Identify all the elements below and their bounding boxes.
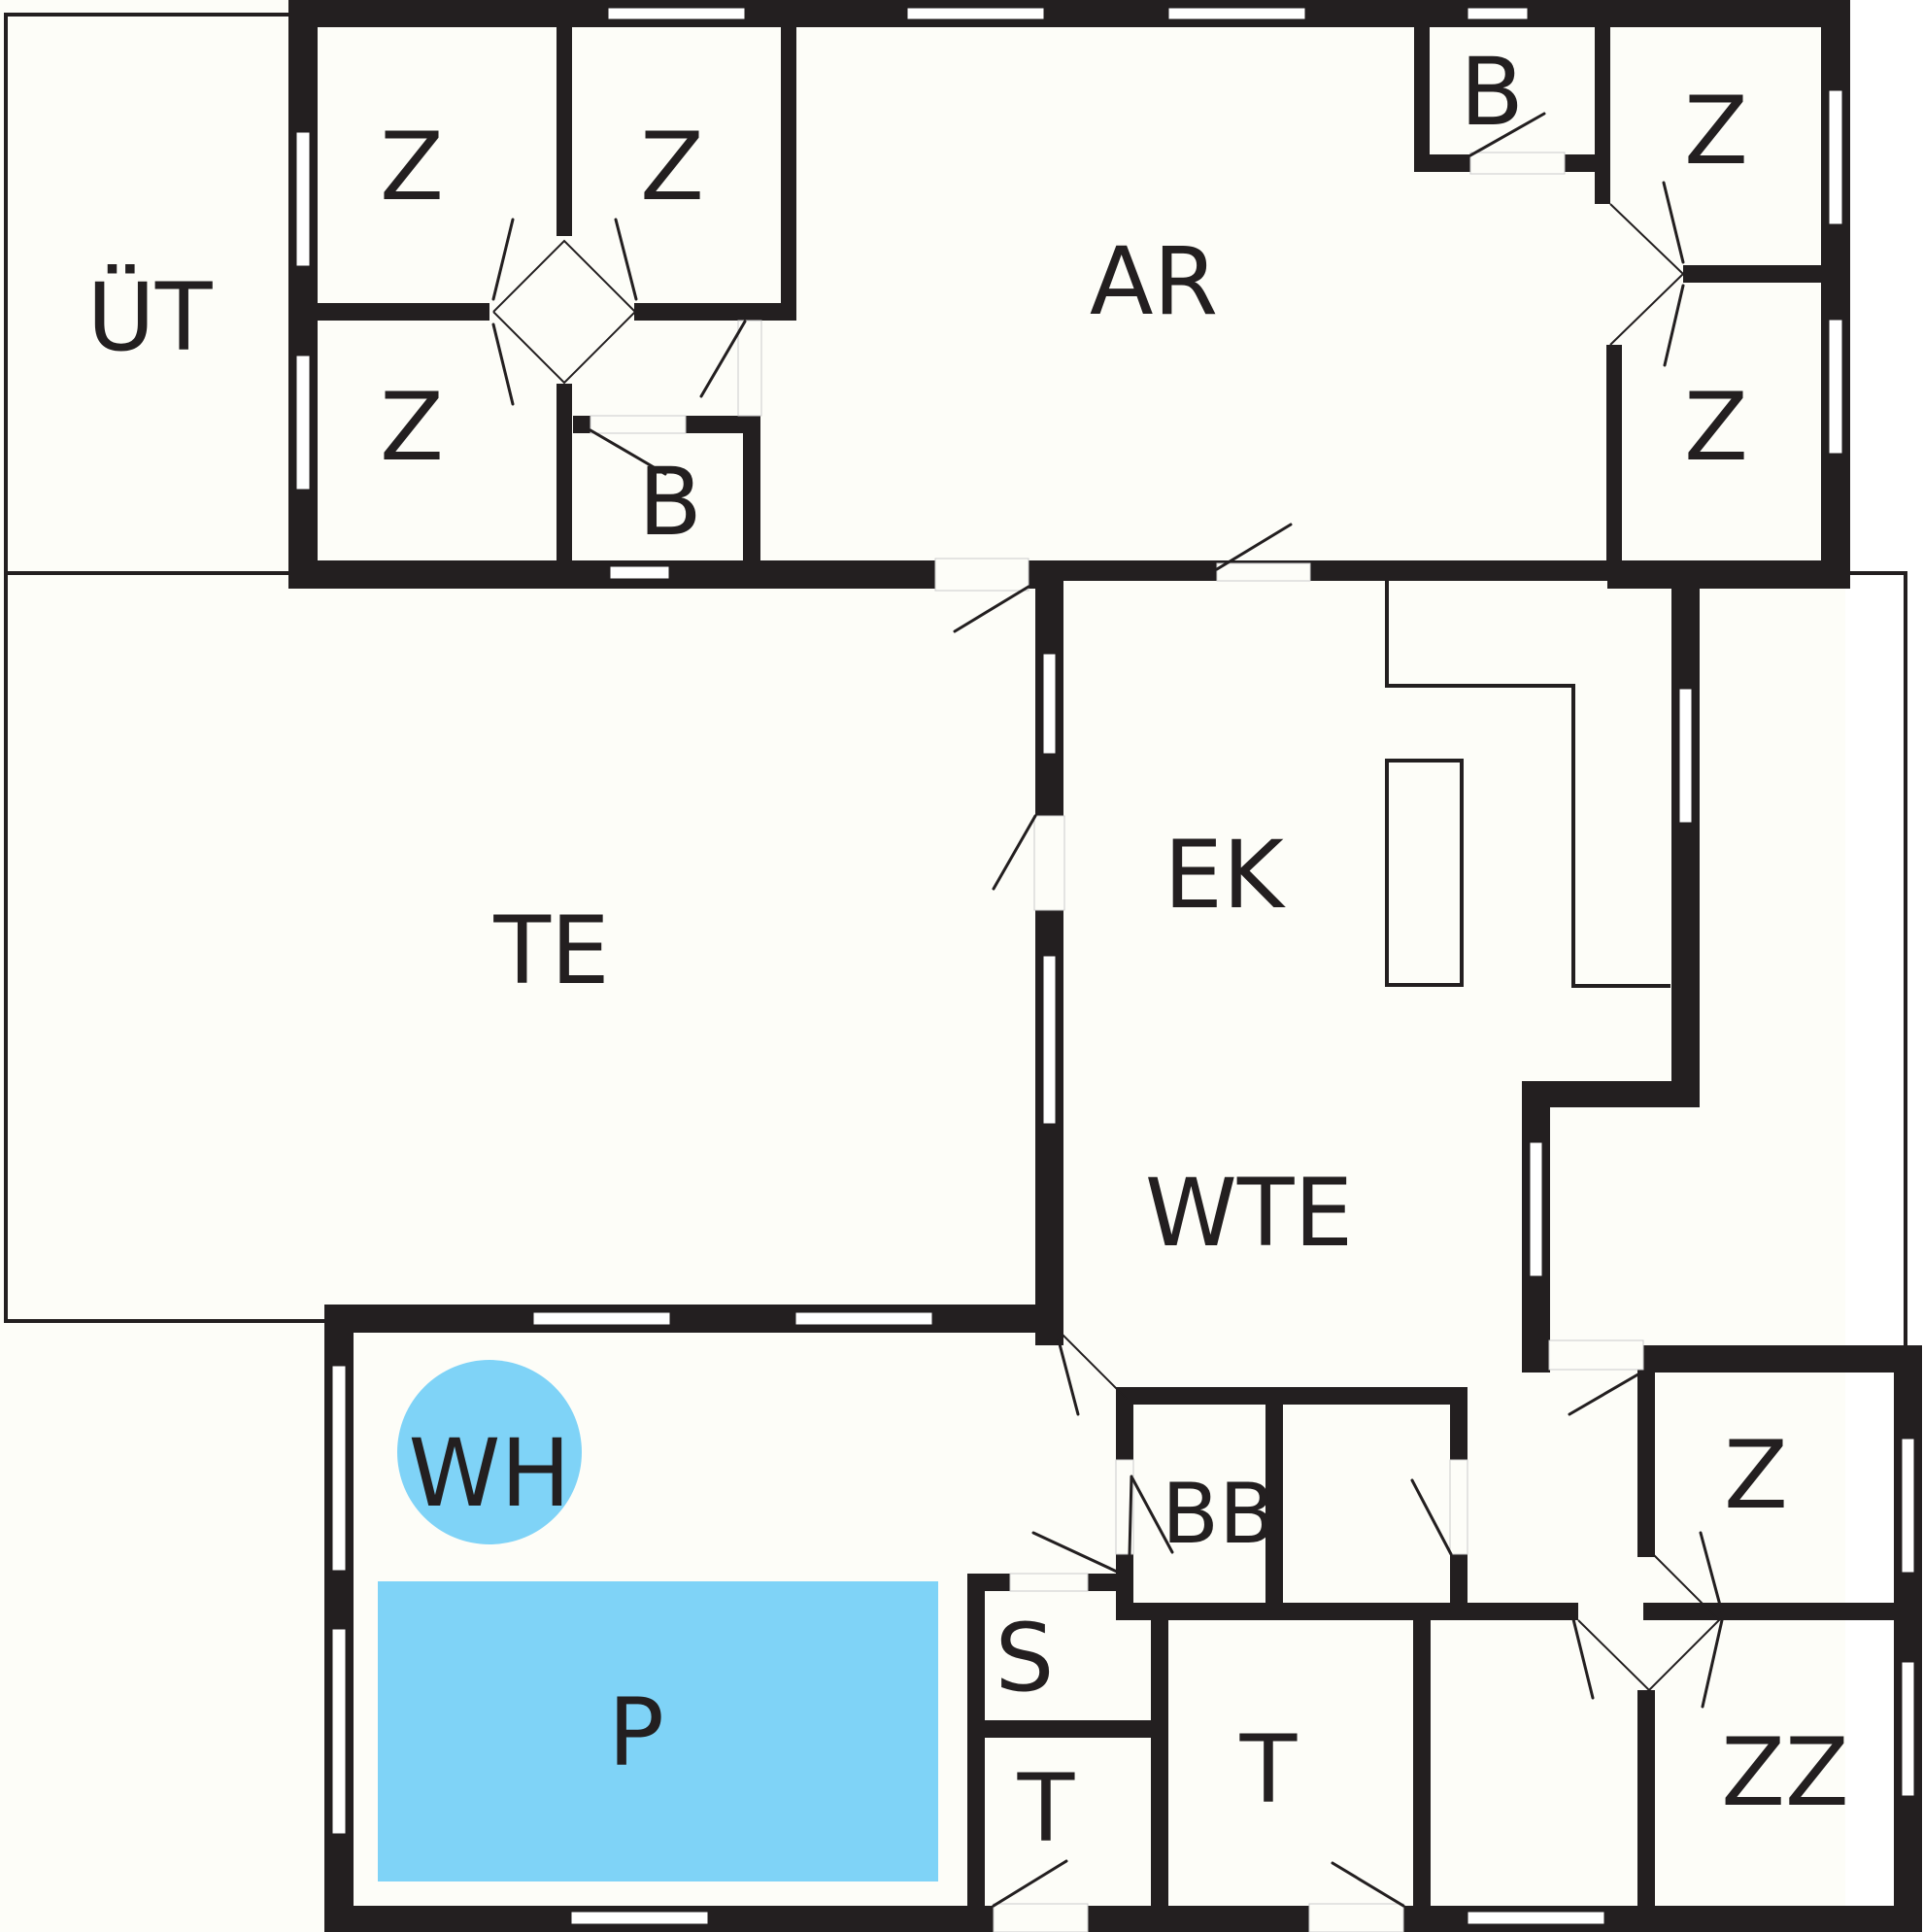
room-label-z5: Z	[1684, 373, 1748, 482]
room-label-z2: Z	[640, 113, 704, 221]
door-openings	[590, 152, 1644, 1932]
room-label-wte: WTE	[1145, 1159, 1353, 1268]
room-label-zz: ZZ	[1721, 1718, 1849, 1827]
room-label-ut: ÜT	[87, 263, 213, 372]
room-label-b2: B	[1460, 38, 1524, 147]
whirlpool	[397, 1360, 582, 1544]
room-label-ek: EK	[1164, 821, 1286, 930]
room-label-p: P	[608, 1678, 664, 1787]
room-label-t2: T	[1239, 1715, 1298, 1824]
pool	[378, 1581, 938, 1881]
room-label-bb: BB	[1162, 1466, 1276, 1563]
windows	[293, 5, 1917, 1927]
room-label-z6: Z	[1724, 1421, 1788, 1530]
walls	[288, 0, 1922, 1932]
room-label-wh: WH	[408, 1419, 570, 1528]
room-label-z3: Z	[380, 373, 444, 482]
room-labels: ÜT Z Z Z B AR B Z Z TE EK WTE WH P BB S …	[87, 38, 1849, 1863]
room-label-s: S	[995, 1604, 1055, 1712]
room-label-z4: Z	[1684, 77, 1748, 186]
room-label-te: TE	[492, 897, 609, 1005]
door-frames	[492, 203, 1721, 1692]
room-label-ar: AR	[1090, 227, 1218, 336]
room-label-z1: Z	[380, 113, 444, 221]
door-swings	[491, 112, 1724, 1908]
room-label-b1: B	[638, 448, 702, 557]
room-label-t1: T	[1017, 1754, 1075, 1863]
